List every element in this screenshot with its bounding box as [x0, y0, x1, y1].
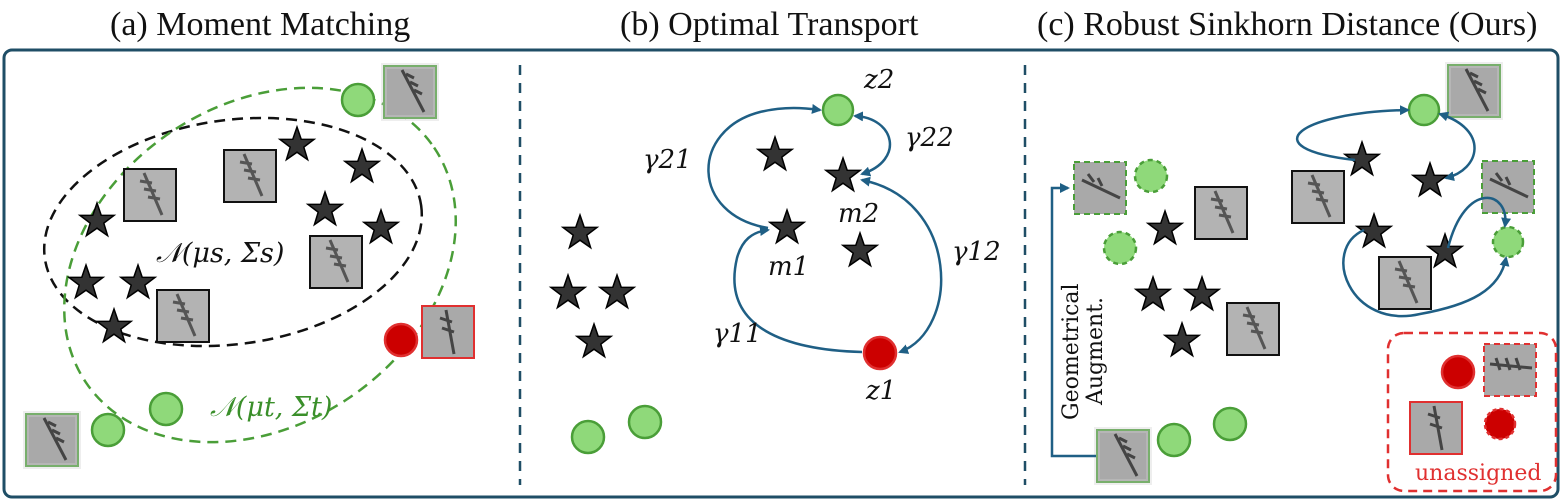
gamma12-label: γ12 — [952, 237, 1001, 267]
target-z2 — [821, 93, 855, 127]
panel-c-title: (c) Robust Sinkhorn Distance (Ours) — [1037, 6, 1538, 43]
source-star — [1412, 162, 1448, 197]
transport-arrow — [1296, 105, 1410, 162]
source-star — [757, 136, 793, 171]
source-star — [1135, 276, 1171, 311]
transport-arrow — [1342, 228, 1510, 318]
target-z1 — [862, 335, 898, 371]
source-star — [307, 191, 343, 226]
source-ellipse — [42, 116, 424, 348]
target-image — [1448, 65, 1500, 117]
source-image — [222, 148, 278, 204]
panel-c: Geometrical Augment. unassigned — [1050, 65, 1558, 493]
source-star — [1427, 233, 1463, 268]
geo-aug-line2: Augment. — [1083, 297, 1108, 406]
outer-frame — [2, 48, 1560, 499]
m2-label: m2 — [838, 199, 879, 229]
target-sample — [627, 404, 663, 440]
source-star — [550, 274, 586, 309]
source-star — [96, 308, 132, 343]
source-star — [279, 126, 315, 161]
gamma22-arrow — [853, 111, 892, 177]
source-star — [1164, 322, 1200, 357]
panel-a-title: (a) Moment Matching — [110, 6, 411, 43]
z2-label: z2 — [863, 65, 894, 95]
source-image — [122, 167, 178, 223]
target-sample — [90, 412, 126, 448]
m1-label: m1 — [768, 252, 809, 282]
augmented-image — [1480, 159, 1536, 215]
source-image — [155, 288, 211, 344]
source-star — [599, 274, 635, 309]
target-sample — [1212, 406, 1248, 442]
unassigned-box — [1386, 331, 1558, 493]
augmented-sample — [1133, 158, 1169, 194]
augmented-image — [1072, 160, 1128, 216]
target-image — [1097, 430, 1149, 482]
augmentation-arrow — [1050, 183, 1096, 458]
source-star — [562, 214, 598, 249]
target-sample — [570, 419, 606, 455]
panel-b-title: (b) Optimal Transport — [620, 6, 919, 43]
gamma21-arrow — [707, 103, 822, 230]
augmented-outlier-sample — [1483, 407, 1517, 441]
panel-a: 𝒩(μs, Σs) 𝒩(μt, Σt) — [0, 15, 476, 503]
target-sample — [148, 391, 184, 427]
source-star — [363, 209, 399, 244]
augmented-outlier-image — [1482, 342, 1538, 398]
geo-aug-line1: Geometrical — [1059, 283, 1084, 420]
source-dist-label: 𝒩(μs, Σs) — [156, 238, 284, 269]
source-image — [1290, 169, 1346, 225]
source-star — [68, 264, 104, 299]
transport-arrow — [1446, 196, 1512, 249]
outlier-sample — [1440, 354, 1476, 390]
gamma22-label: γ22 — [905, 123, 954, 153]
source-star — [1147, 210, 1183, 245]
augmented-sample — [1102, 230, 1138, 266]
augmented-sample — [1491, 225, 1525, 259]
z1-label: z1 — [865, 376, 896, 406]
target-dist-label: 𝒩(μt, Σt) — [210, 392, 332, 423]
gamma11-label: γ11 — [713, 319, 762, 349]
source-image — [1377, 255, 1433, 311]
target-ellipse — [63, 86, 457, 444]
source-star — [1184, 276, 1220, 311]
gamma11-arrow — [733, 226, 863, 354]
target-sample — [1407, 93, 1441, 127]
gamma12-arrow — [860, 176, 943, 354]
target-sample — [340, 82, 376, 118]
outlier-image — [420, 304, 476, 360]
source-star — [825, 157, 861, 192]
source-image — [308, 234, 364, 290]
target-image — [26, 414, 78, 466]
source-star — [576, 323, 612, 358]
source-image — [1225, 301, 1281, 357]
gamma21-label: γ21 — [643, 145, 692, 175]
source-star — [344, 148, 380, 183]
source-star — [769, 209, 805, 244]
transport-arrow — [1438, 111, 1476, 182]
target-image — [384, 66, 436, 118]
unassigned-label: unassigned — [1415, 461, 1541, 486]
source-star — [842, 232, 878, 267]
panel-b: γ21 γ22 γ12 γ11 m2 m1 z1 z2 — [550, 65, 1001, 455]
source-star — [79, 202, 115, 237]
outlier-sample — [383, 322, 419, 358]
source-image — [1193, 185, 1249, 241]
target-sample — [1156, 422, 1192, 458]
outlier-image — [1408, 400, 1464, 456]
source-star — [120, 264, 156, 299]
